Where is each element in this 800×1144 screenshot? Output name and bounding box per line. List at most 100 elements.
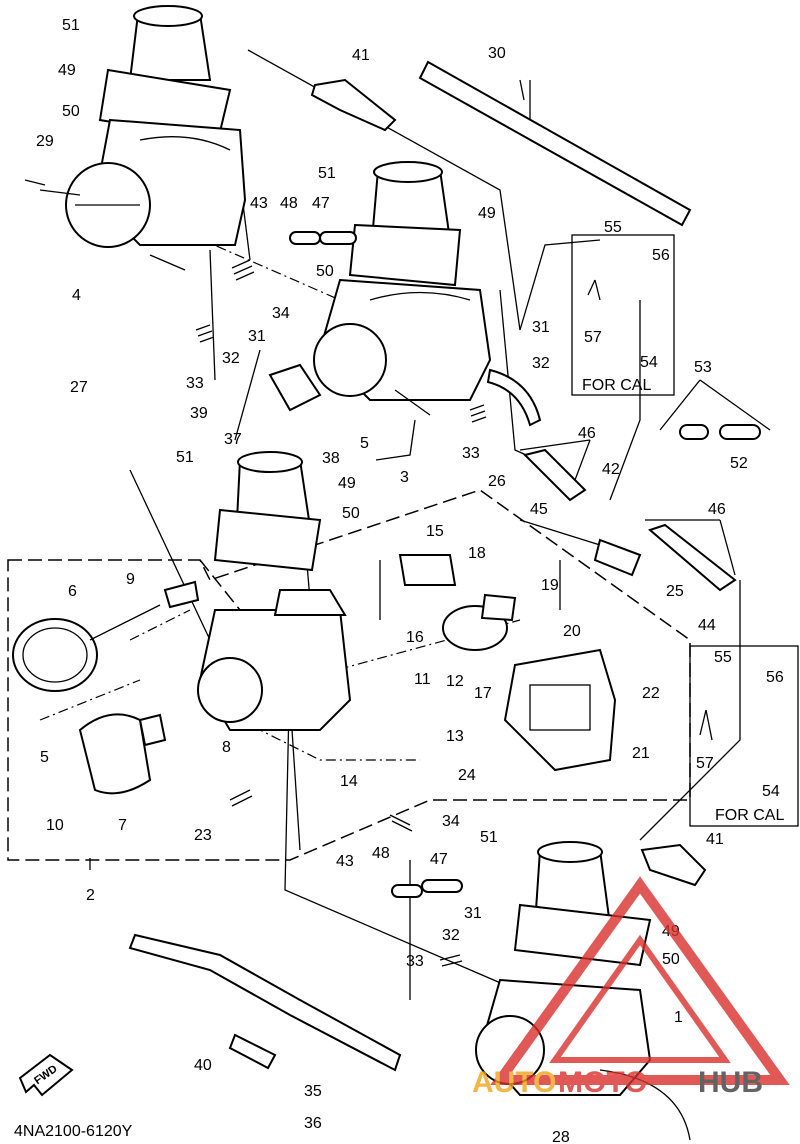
part-label: 46 [708, 501, 726, 518]
part-label: 46 [578, 425, 596, 442]
part-label: 23 [194, 827, 212, 844]
part-label: 50 [316, 263, 334, 280]
part-label: 18 [468, 545, 486, 562]
part-label: 31 [464, 905, 482, 922]
part-label: 14 [340, 773, 358, 790]
fwd-arrow-icon [18, 1053, 74, 1097]
part-label: 56 [652, 247, 670, 264]
fitting-41-top [310, 78, 397, 132]
part-label: 31 [532, 319, 550, 336]
part-label: 51 [480, 829, 498, 846]
piston-slide [78, 713, 167, 795]
part-label: 43 [336, 853, 354, 870]
part-label: 49 [478, 205, 496, 222]
part-label: 6 [68, 583, 77, 600]
float [442, 593, 517, 651]
part-label: 33 [406, 953, 424, 970]
part-label: 13 [446, 728, 464, 745]
hoses [289, 231, 761, 898]
part-label: 38 [322, 450, 340, 467]
fitting-41-bottom [640, 843, 707, 887]
part-label: 16 [406, 629, 424, 646]
part-label: 48 [372, 845, 390, 862]
part-label: 50 [662, 951, 680, 968]
part-label: 5 [360, 435, 369, 452]
part-label: 47 [430, 851, 448, 868]
part-label: 15 [426, 523, 444, 540]
part-label: 55 [714, 649, 732, 666]
small-parts [24, 79, 525, 967]
part-label: 25 [666, 583, 684, 600]
part-label: 8 [222, 739, 231, 756]
rail-30 [418, 60, 692, 227]
part-label: 34 [272, 305, 290, 322]
watermark-part3: HUB [698, 1066, 763, 1099]
part-label: 49 [338, 475, 356, 492]
part-label: 45 [530, 501, 548, 518]
throttle-body [503, 648, 617, 772]
part-label: 35 [304, 1083, 322, 1100]
part-label: 17 [474, 685, 492, 702]
part-label: 4 [72, 287, 81, 304]
carburetor-upper-mid [268, 161, 492, 416]
adjuster-25 [519, 519, 642, 577]
part-label: 50 [342, 505, 360, 522]
part-label: 57 [696, 755, 714, 772]
bracket-15 [398, 554, 457, 586]
part-label: 51 [62, 17, 80, 34]
part-label: 7 [118, 817, 127, 834]
part-label: 43 [250, 195, 268, 212]
part-label: 53 [694, 359, 712, 376]
part-label: 50 [62, 103, 80, 120]
part-label: 29 [36, 133, 54, 150]
part-label: 40 [194, 1057, 212, 1074]
carburetor-bottom [475, 841, 691, 1141]
part-label: 21 [632, 745, 650, 762]
part-label: 30 [488, 45, 506, 62]
part-label: 33 [462, 445, 480, 462]
part-label: 34 [442, 813, 460, 830]
watermark-logo: AUTO MOTO HUB [472, 876, 790, 1099]
part-label: 51 [318, 165, 336, 182]
part-label: 1 [674, 1009, 683, 1026]
part-label: 51 [176, 449, 194, 466]
part-label: 19 [541, 577, 559, 594]
for-cal-box-upper [571, 234, 675, 396]
part-label: 52 [730, 455, 748, 472]
part-label: 31 [248, 328, 266, 345]
part-label: 24 [458, 767, 476, 784]
diaphragm-cover [12, 580, 200, 692]
part-label: 9 [126, 571, 135, 588]
part-label: 57 [584, 329, 602, 346]
part-label: 39 [190, 405, 208, 422]
carburetor-center [197, 451, 352, 731]
part-label: 48 [280, 195, 298, 212]
part-label: 33 [186, 375, 204, 392]
link-bracket-40 [128, 933, 402, 1072]
carburetor-top-left [39, 5, 247, 271]
part-label: 11 [414, 671, 431, 688]
for-cal-box-lower [689, 645, 799, 827]
part-label: 27 [70, 379, 88, 396]
part-label: 36 [304, 1115, 322, 1132]
part-label: 2 [86, 887, 95, 904]
diagram-code: 4NA2100-6120Y [14, 1123, 133, 1140]
part-label: 32 [532, 355, 550, 372]
part-label: 54 [640, 354, 658, 371]
part-label: 3 [400, 469, 409, 486]
part-label: 54 [762, 783, 780, 800]
part-label: 44 [698, 617, 716, 634]
assembly-outline [7, 489, 691, 861]
part-label: 10 [46, 817, 64, 834]
part-label: 37 [224, 431, 242, 448]
part-label: 47 [312, 195, 330, 212]
for-cal-label-upper: FOR CAL [582, 377, 651, 394]
part-label: 41 [706, 831, 724, 848]
part-label: 5 [40, 749, 49, 766]
part-label: 42 [602, 461, 620, 478]
part-label: 26 [488, 473, 506, 490]
part-label: 22 [642, 685, 660, 702]
for-cal-label-lower: FOR CAL [715, 807, 784, 824]
part-label: 28 [552, 1129, 570, 1144]
